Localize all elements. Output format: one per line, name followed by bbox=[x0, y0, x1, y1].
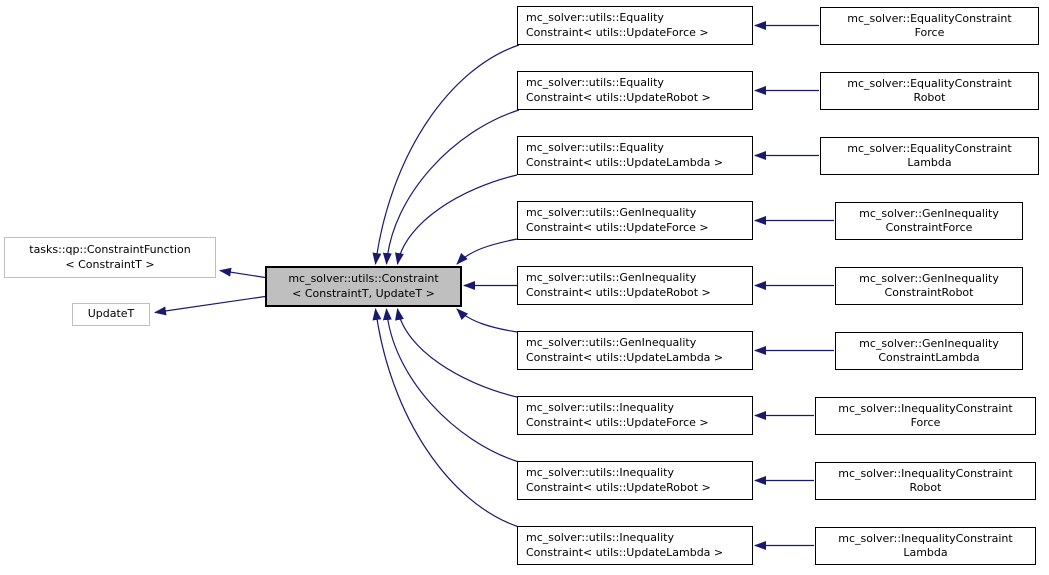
node-label-line1: mc_solver::utils::Constraint bbox=[288, 272, 439, 285]
node-label-line1: UpdateT bbox=[87, 307, 135, 321]
node-label-line1: mc_solver::EqualityConstraint bbox=[847, 141, 1012, 155]
node-inequalityconstraintrobot[interactable]: mc_solver::InequalityConstraint Robot bbox=[815, 462, 1036, 500]
node-inequalityconstraintforce[interactable]: mc_solver::InequalityConstraint Force bbox=[815, 397, 1036, 435]
node-label-line1: mc_solver::InequalityConstraint bbox=[838, 466, 1013, 480]
node-geninequality-constraint-updaterobot[interactable]: mc_solver::utils::GenInequality Constrai… bbox=[517, 266, 753, 305]
node-equality-constraint-updatelambda[interactable]: mc_solver::utils::Equality Constraint< u… bbox=[517, 136, 753, 175]
node-label-line2: Constraint< utils::UpdateRobot > bbox=[526, 480, 711, 494]
node-label-line1: mc_solver::GenInequality bbox=[859, 271, 999, 285]
node-equalityconstraintforce[interactable]: mc_solver::EqualityConstraint Force bbox=[820, 7, 1039, 45]
node-label-line2: Constraint< utils::UpdateForce > bbox=[526, 25, 709, 39]
edge-row9-to-center bbox=[372, 308, 520, 528]
node-label-line1: mc_solver::utils::Inequality bbox=[526, 531, 674, 544]
edge-row1-to-center bbox=[372, 44, 520, 265]
node-label-line1: mc_solver::utils::Inequality bbox=[526, 401, 674, 414]
node-updatet: UpdateT bbox=[72, 303, 150, 326]
node-label-line2: Lambda bbox=[907, 156, 952, 169]
node-label-line2: Robot bbox=[913, 91, 946, 104]
node-label-line2: Constraint< utils::UpdateRobot > bbox=[526, 285, 711, 299]
node-geninequality-constraint-updateforce[interactable]: mc_solver::utils::GenInequality Constrai… bbox=[517, 201, 753, 240]
node-label-line2: Constraint< utils::UpdateRobot > bbox=[526, 90, 711, 104]
node-label-line1: mc_solver::utils::Inequality bbox=[526, 466, 674, 479]
node-label-line1: tasks::qp::ConstraintFunction bbox=[29, 243, 191, 256]
node-inequalityconstraintlambda[interactable]: mc_solver::InequalityConstraint Lambda bbox=[815, 527, 1036, 565]
node-label-line2: ConstraintRobot bbox=[884, 286, 974, 299]
edge-row8-to-center bbox=[382, 308, 520, 463]
node-label-line2: ConstraintForce bbox=[885, 221, 973, 234]
node-label-line1: mc_solver::utils::Equality bbox=[526, 141, 664, 154]
edge-center-to-updatet bbox=[154, 295, 266, 316]
node-label-line2: < ConstraintT, UpdateT > bbox=[292, 286, 435, 300]
node-tasks-qp-constraintfunction: tasks::qp::ConstraintFunction < Constrai… bbox=[4, 237, 216, 278]
edge-row4-to-center bbox=[456, 238, 518, 265]
node-label-line1: mc_solver::utils::Equality bbox=[526, 11, 664, 24]
node-label-line1: mc_solver::EqualityConstraint bbox=[847, 76, 1012, 90]
node-label-line1: mc_solver::InequalityConstraint bbox=[838, 531, 1013, 545]
node-label-line1: mc_solver::utils::GenInequality bbox=[526, 336, 697, 349]
node-geninequalityconstraintforce[interactable]: mc_solver::GenInequality ConstraintForce bbox=[835, 202, 1023, 240]
node-equality-constraint-updaterobot[interactable]: mc_solver::utils::Equality Constraint< u… bbox=[517, 71, 753, 110]
node-inequality-constraint-updaterobot[interactable]: mc_solver::utils::Inequality Constraint<… bbox=[517, 461, 753, 500]
node-label-line1: mc_solver::InequalityConstraint bbox=[838, 401, 1013, 415]
node-geninequality-constraint-updatelambda[interactable]: mc_solver::utils::GenInequality Constrai… bbox=[517, 331, 753, 370]
node-label-line2: Robot bbox=[909, 481, 942, 494]
node-label-line2: Constraint< utils::UpdateLambda > bbox=[526, 155, 724, 169]
node-inequality-constraint-updatelambda[interactable]: mc_solver::utils::Inequality Constraint<… bbox=[517, 526, 753, 565]
node-geninequalityconstraintrobot[interactable]: mc_solver::GenInequality ConstraintRobot bbox=[835, 267, 1023, 305]
edge-center-to-constraintfunction bbox=[219, 267, 266, 279]
node-label-line2: Constraint< utils::UpdateForce > bbox=[526, 415, 709, 429]
node-label-line1: mc_solver::EqualityConstraint bbox=[847, 11, 1012, 25]
node-inequality-constraint-updateforce[interactable]: mc_solver::utils::Inequality Constraint<… bbox=[517, 396, 753, 435]
node-label-line2: Constraint< utils::UpdateLambda > bbox=[526, 350, 724, 364]
node-label-line1: mc_solver::utils::GenInequality bbox=[526, 271, 697, 284]
edge-row3-to-center bbox=[395, 174, 518, 265]
node-label-line2: Force bbox=[910, 416, 941, 429]
node-label-line1: mc_solver::GenInequality bbox=[859, 336, 999, 350]
edge-row6-to-center bbox=[456, 308, 518, 333]
node-label-line1: mc_solver::GenInequality bbox=[859, 206, 999, 220]
node-label-line1: mc_solver::utils::Equality bbox=[526, 76, 664, 89]
node-label-line2: Force bbox=[914, 26, 945, 39]
node-label-line2: < ConstraintT > bbox=[65, 257, 155, 271]
node-geninequalityconstraintlambda[interactable]: mc_solver::GenInequality ConstraintLambd… bbox=[835, 332, 1023, 370]
edge-row2-to-center bbox=[382, 109, 520, 265]
node-label-line1: mc_solver::utils::GenInequality bbox=[526, 206, 697, 219]
node-mc-solver-utils-constraint: mc_solver::utils::Constraint < Constrain… bbox=[265, 266, 462, 307]
edge-row7-to-center bbox=[395, 308, 518, 398]
node-label-line2: Lambda bbox=[903, 546, 948, 559]
node-equalityconstraintlambda[interactable]: mc_solver::EqualityConstraint Lambda bbox=[820, 137, 1039, 175]
node-label-line2: Constraint< utils::UpdateForce > bbox=[526, 220, 709, 234]
node-equality-constraint-updateforce[interactable]: mc_solver::utils::Equality Constraint< u… bbox=[517, 6, 753, 45]
node-equalityconstraintrobot[interactable]: mc_solver::EqualityConstraint Robot bbox=[820, 72, 1039, 110]
node-label-line2: ConstraintLambda bbox=[878, 351, 980, 364]
node-label-line2: Constraint< utils::UpdateLambda > bbox=[526, 545, 724, 559]
